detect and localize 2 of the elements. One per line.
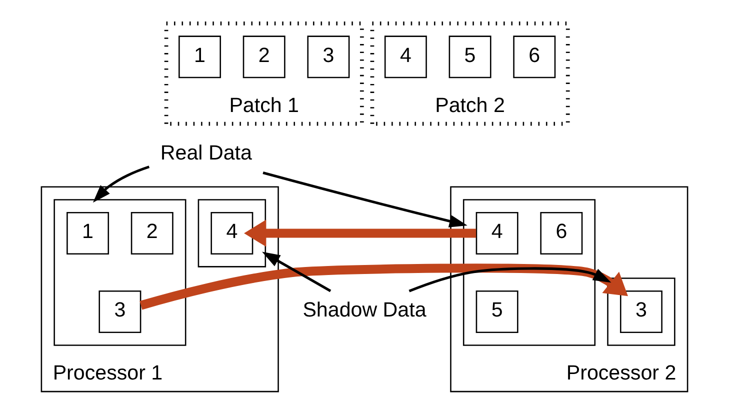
node-text: Shadow Data	[302, 298, 426, 322]
node-text: Real Data	[160, 142, 252, 165]
